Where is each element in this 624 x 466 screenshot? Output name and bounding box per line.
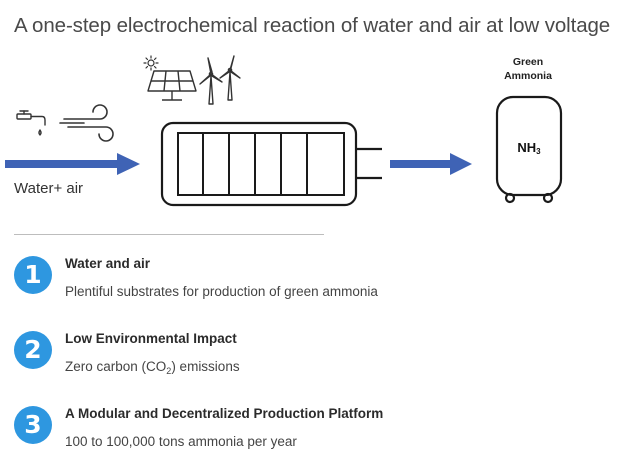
tank-formula-sub: 3 <box>536 147 541 156</box>
process-diagram <box>5 55 563 207</box>
feature-description-pre: Zero carbon ( <box>65 359 147 374</box>
feature-title: A Modular and Decentralized Production P… <box>65 406 384 421</box>
ammonia-tank <box>495 95 563 204</box>
tank-formula-main: NH <box>517 140 537 155</box>
feature-description: Zero carbon (CO2) emissions <box>65 359 240 376</box>
sun-icon <box>143 55 159 71</box>
feature-title: Low Environmental Impact <box>65 331 237 346</box>
page-title: A one-step electrochemical reaction of w… <box>14 14 611 37</box>
number-badge: 2 <box>14 331 52 369</box>
tank-label: Green Ammonia <box>496 55 560 83</box>
co2-formula: CO <box>146 359 167 374</box>
section-divider <box>14 234 324 235</box>
number-badge: 3 <box>14 406 52 444</box>
tank-label-line-1: Green <box>512 56 544 68</box>
number-badge: 1 <box>14 256 52 294</box>
input-label: Water+ air <box>14 180 84 197</box>
wind-icon <box>59 104 114 142</box>
solar-panel-icon <box>147 70 197 101</box>
input-arrow <box>5 153 140 175</box>
electrochemical-reactor <box>160 121 382 207</box>
tank-label-line-2: Ammonia <box>504 70 552 82</box>
feature-description-post: ) emissions <box>171 359 240 374</box>
feature-title: Water and air <box>65 256 151 271</box>
co2-formula-sub: 2 <box>166 366 172 376</box>
feature-description: Plentiful substrates for production of g… <box>65 284 378 299</box>
feature-description: 100 to 100,000 tons ammonia per year <box>65 434 297 449</box>
tank-formula: NH3 <box>497 140 561 156</box>
faucet-icon <box>16 110 46 136</box>
output-arrow <box>390 153 472 175</box>
wind-turbine-icon <box>199 55 241 105</box>
